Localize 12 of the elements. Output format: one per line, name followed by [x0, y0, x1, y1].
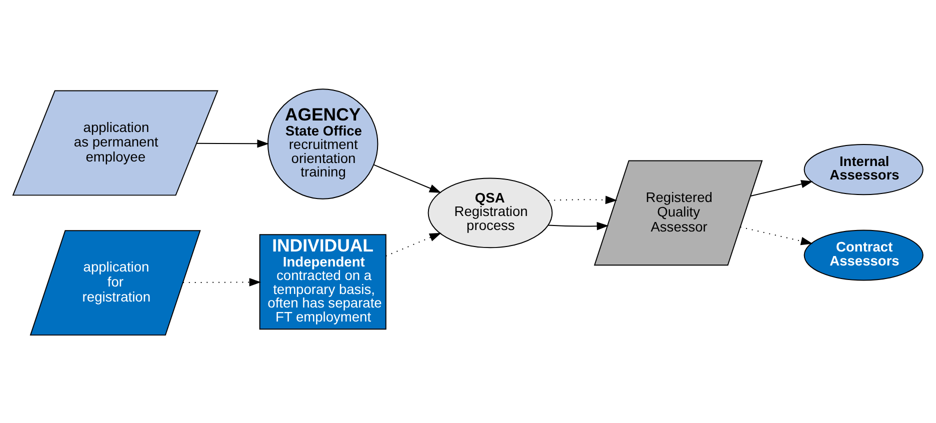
node-circle: AGENCY State Office recruitment orientation training	[267, 88, 378, 199]
arrow	[548, 221, 609, 230]
node-ellipse: Contract Assessors	[804, 229, 924, 280]
arrow	[385, 232, 442, 256]
arrow	[740, 226, 813, 245]
arrow	[373, 164, 442, 192]
node-box: INDIVIDUAL Independent contracted on a temporary basis, often has separate FT employment	[259, 234, 386, 330]
node-ellipse: Internal Assessors	[804, 144, 924, 195]
arrow	[196, 139, 270, 148]
arrow	[182, 278, 262, 286]
arrow	[548, 195, 618, 204]
arrow	[750, 180, 813, 196]
